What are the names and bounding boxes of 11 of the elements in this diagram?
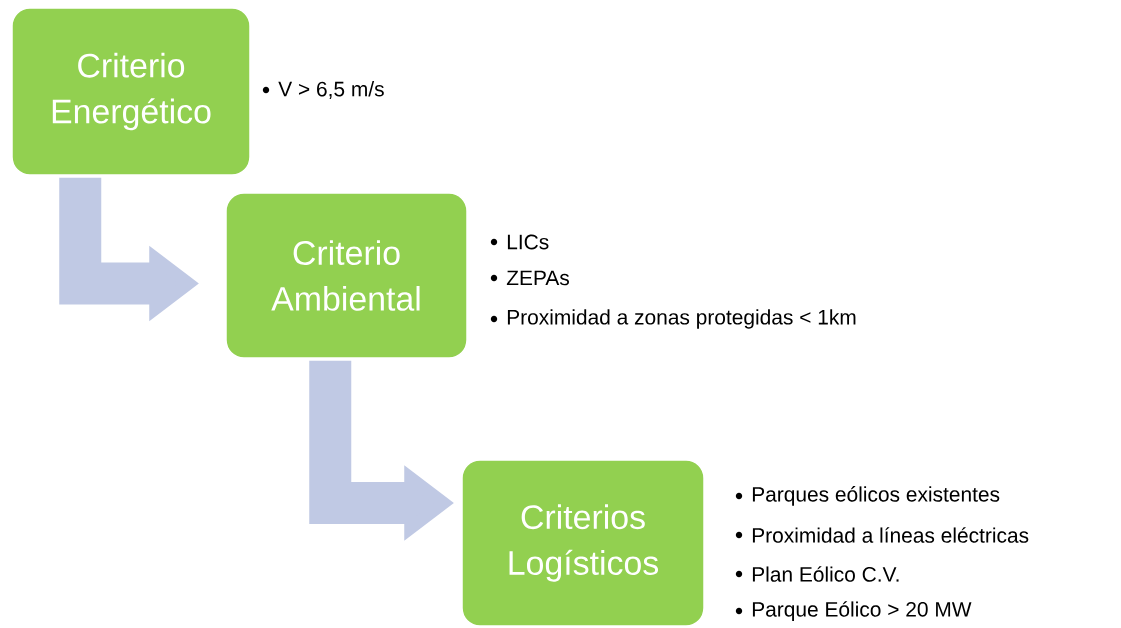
- bullet-text: Proximidad a zonas protegidas < 1km: [507, 309, 856, 329]
- bullet-text: V > 6,5 m/s: [278, 81, 384, 99]
- bullet-text: Proximidad a líneas eléctricas: [752, 527, 1029, 543]
- criterion-box: Criterio Energético: [11, 7, 251, 176]
- bullet-text: LICs: [507, 234, 549, 250]
- bullet-text: ZEPAs: [506, 270, 569, 286]
- bullet-text: Plan Eólico C.V.: [752, 566, 899, 582]
- bullet-text: Parques eólicos existentes: [752, 486, 1000, 506]
- criterion-box: Criterio Ambiental: [225, 192, 468, 359]
- criterion-box: Criterios Logísticos: [461, 459, 705, 627]
- bullet-text: Parque Eólico > 20 MW: [752, 601, 972, 621]
